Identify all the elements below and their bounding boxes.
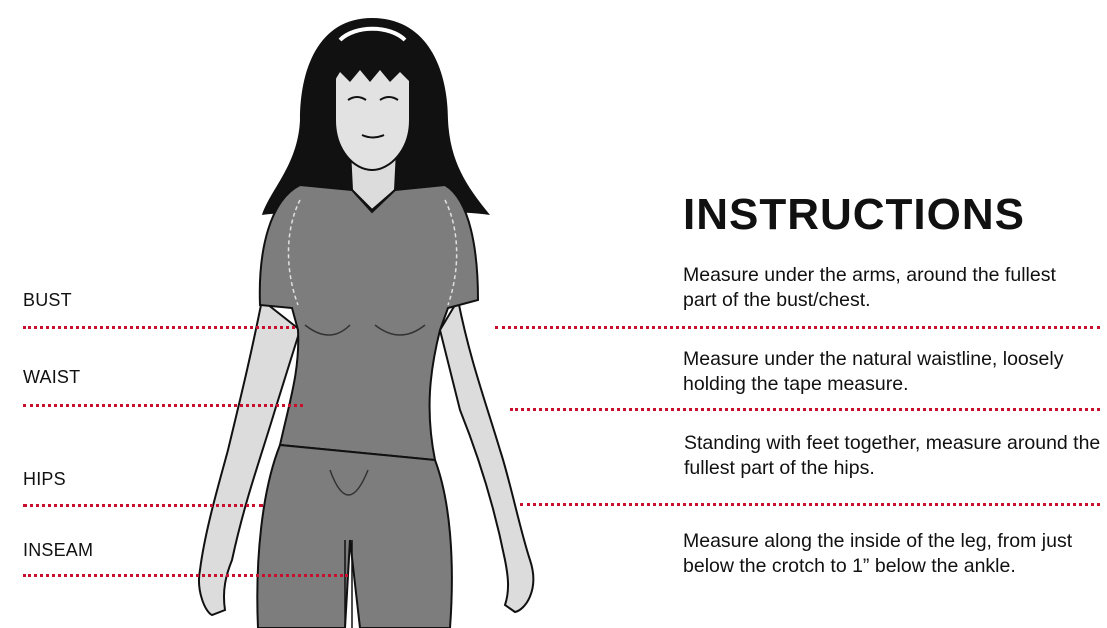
waist-instruction: Measure under the natural waistline, loo… — [683, 347, 1083, 397]
bust-label: BUST — [23, 290, 72, 311]
right-arm-illustration — [440, 300, 533, 612]
hips-label: HIPS — [23, 469, 66, 490]
hips-guide-line-right — [520, 503, 1100, 506]
bust-instruction: Measure under the arms, around the fulle… — [683, 263, 1073, 313]
hips-guide-line-left — [23, 504, 263, 507]
waist-label: WAIST — [23, 367, 80, 388]
waist-guide-line-right — [510, 408, 1100, 411]
leggings-illustration — [257, 445, 452, 628]
waist-guide-line-left — [23, 404, 303, 407]
inseam-instruction: Measure along the inside of the leg, fro… — [683, 529, 1093, 579]
inseam-label: INSEAM — [23, 540, 93, 561]
bust-guide-line-right — [495, 326, 1100, 329]
inseam-guide-line-left — [23, 574, 348, 577]
hips-instruction: Standing with feet together, measure aro… — [684, 431, 1104, 481]
bust-guide-line-left — [23, 326, 295, 329]
instructions-title: INSTRUCTIONS — [683, 190, 1025, 240]
